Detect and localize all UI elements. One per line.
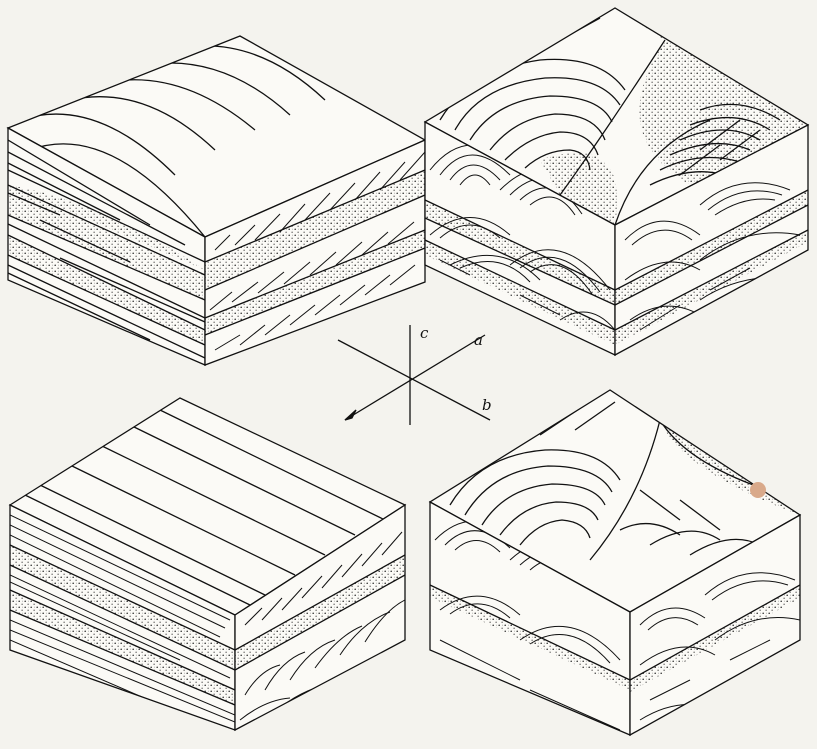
axis-label-b: b xyxy=(482,396,492,414)
axis-label-c: c xyxy=(420,324,429,342)
block-bottom-right xyxy=(430,390,800,735)
stain-spot xyxy=(750,482,766,498)
block-bottom-left xyxy=(10,398,405,730)
block-top-right xyxy=(425,8,808,355)
axis-label-a: a xyxy=(474,331,483,349)
axis-indicator xyxy=(338,325,490,425)
block-top-left xyxy=(8,24,425,365)
